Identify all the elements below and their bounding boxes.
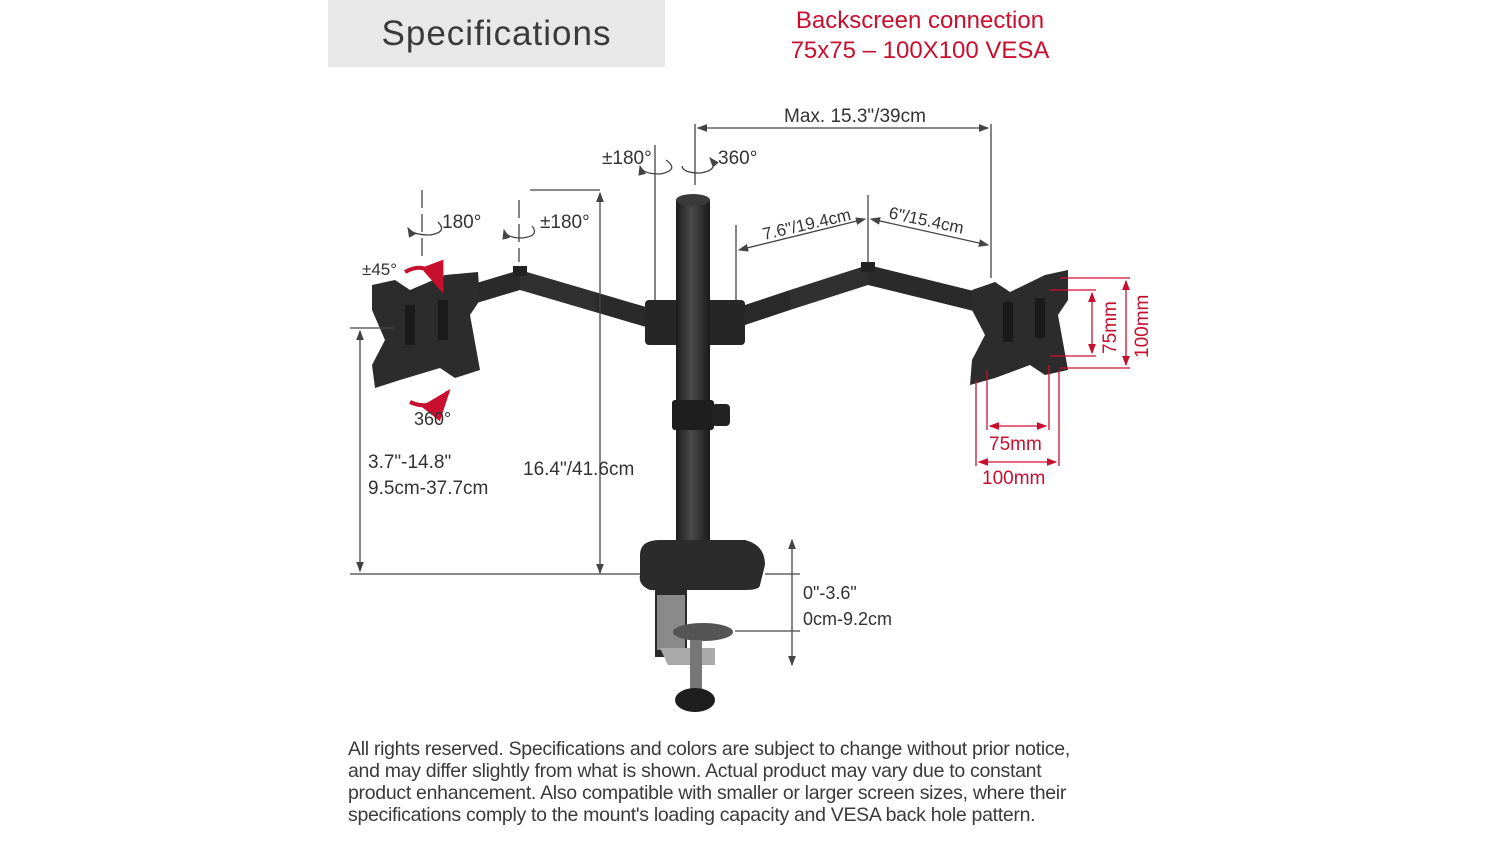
elbow-rotation-label: ±180° bbox=[540, 212, 590, 233]
pole-height-label: 16.4"/41.6cm bbox=[523, 459, 634, 480]
pole bbox=[676, 200, 710, 550]
vesa-75-vertical-label: 75mm bbox=[1100, 301, 1121, 354]
vesa-100-vertical-label: 100mm bbox=[1132, 295, 1153, 358]
page-title: Specifications bbox=[381, 13, 612, 53]
pole-rotation-pm-label: ±180° bbox=[602, 148, 652, 169]
vesa-75-horizontal-label: 75mm bbox=[989, 434, 1042, 455]
arm-segment-2-label: 6"/15.4cm bbox=[887, 203, 965, 237]
disclaimer-line: specifications comply to the mount's loa… bbox=[348, 804, 1036, 826]
right-arm-outer bbox=[790, 265, 868, 310]
vesa-100-horizontal-label: 100mm bbox=[982, 468, 1045, 489]
vesa-title-line1: Backscreen connection bbox=[795, 7, 1045, 34]
clamp-range-cm-label: 0cm-9.2cm bbox=[803, 609, 892, 629]
disclaimer-line: product enhancement. Also compatible wit… bbox=[348, 782, 1067, 804]
red-rotation-arrows bbox=[404, 259, 451, 422]
arm-segment-1-label: 7.6"/19.4cm bbox=[761, 205, 853, 244]
left-vesa-plate bbox=[372, 272, 480, 388]
head-rotation-label: 180° bbox=[442, 212, 481, 233]
clamp-range-in-label: 0"-3.6" bbox=[803, 583, 857, 603]
height-range-in-label: 3.7"-14.8" bbox=[368, 452, 451, 473]
pole-rotation-360-label: 360° bbox=[718, 148, 757, 169]
rotation-360-label: 360° bbox=[414, 409, 451, 429]
mount-illustration bbox=[372, 194, 1068, 712]
left-arm-outer bbox=[520, 270, 595, 312]
vesa-dimension-lines bbox=[975, 277, 1130, 466]
dimension-lines bbox=[350, 124, 992, 667]
max-reach-label: Max. 15.3"/39cm bbox=[784, 106, 926, 127]
vesa-title-line2: 75x75 – 100X100 VESA bbox=[790, 37, 1050, 64]
tilt-label: ±45° bbox=[362, 260, 397, 279]
height-range-cm-label: 9.5cm-37.7cm bbox=[368, 478, 488, 499]
disclaimer: All rights reserved. Specifications and … bbox=[348, 738, 1168, 826]
vesa-title: Backscreen connection 75x75 – 100X100 VE… bbox=[760, 6, 1080, 66]
base bbox=[639, 540, 765, 590]
disclaimer-line: and may differ slightly from what is sho… bbox=[348, 760, 1042, 782]
right-vesa-plate bbox=[970, 270, 1068, 385]
disclaimer-line: All rights reserved. Specifications and … bbox=[348, 738, 1070, 760]
specifications-header: Specifications bbox=[328, 0, 665, 67]
